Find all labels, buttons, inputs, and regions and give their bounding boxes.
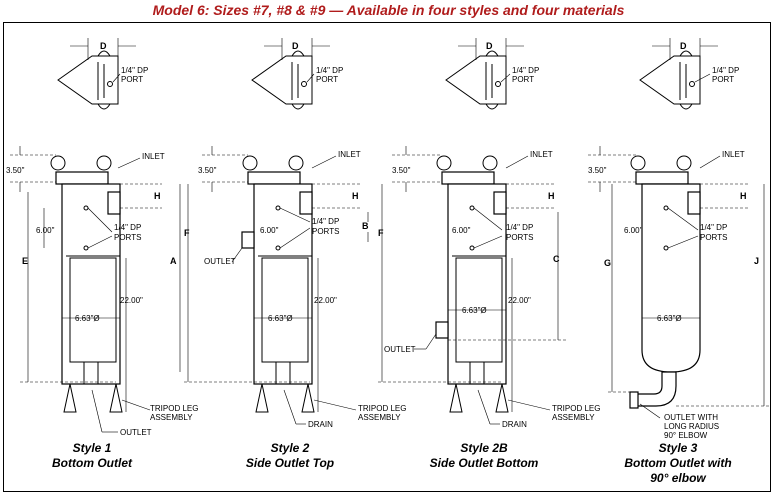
dim-6-00: 6.00" xyxy=(36,226,55,235)
outlet-label-1: OUTLET WITH xyxy=(664,413,718,422)
tripod-label-2: ASSEMBLY xyxy=(552,413,595,422)
dp-ports-label-2: PORTS xyxy=(312,227,339,236)
dim-h-label: H xyxy=(548,191,555,201)
style-caption-line-1: Style 2B xyxy=(460,441,508,455)
diagram-title: Model 6: Sizes #7, #8 & #9 — Available i… xyxy=(152,2,625,18)
style-caption-line-2: Bottom Outlet with xyxy=(624,456,731,470)
dim-f-label: F xyxy=(378,228,384,238)
dp-ports-label-1: 1/4" DP xyxy=(312,217,339,226)
dp-ports-label-2: PORTS xyxy=(506,233,533,242)
style-caption-line-1: Style 1 xyxy=(73,441,112,455)
tripod-label-1: TRIPOD LEG xyxy=(358,404,406,413)
inlet-label: INLET xyxy=(722,150,745,159)
dp-ports-label-1: 1/4" DP xyxy=(114,223,141,232)
style-caption-line-3: 90° elbow xyxy=(650,471,706,485)
style-caption-line-2: Bottom Outlet xyxy=(52,456,133,470)
style-3-drawing: D 1/4" DP PORT xyxy=(588,38,770,485)
outlet-label-3: 90° ELBOW xyxy=(664,431,708,440)
front-view xyxy=(435,155,509,413)
dp-ports-label-1: 1/4" DP xyxy=(506,223,533,232)
dim-h-label: H xyxy=(154,191,161,201)
dim-e-label: E xyxy=(22,256,28,266)
dim-f-label: F xyxy=(184,228,190,238)
dp-port-label-1: 1/4" DP xyxy=(121,66,148,75)
tripod-label-2: ASSEMBLY xyxy=(150,413,193,422)
dim-j-label: J xyxy=(754,256,759,266)
dim-d-label: D xyxy=(100,41,107,51)
dim-22-00: 22.00" xyxy=(314,296,337,305)
front-view xyxy=(629,155,701,409)
outlet-label: OUTLET xyxy=(204,257,236,266)
dim-6-00: 6.00" xyxy=(624,226,643,235)
diagram-frame xyxy=(3,22,771,492)
dim-d-label: D xyxy=(680,41,687,51)
tripod-label-1: TRIPOD LEG xyxy=(150,404,198,413)
inlet-label: INLET xyxy=(530,150,553,159)
dim-h-label: H xyxy=(352,191,359,201)
dim-c-label: C xyxy=(553,254,560,264)
style-2b-drawing: D 1/4" DP PORT xyxy=(378,38,600,470)
top-view: D 1/4" DP PORT xyxy=(639,38,739,110)
dim-22-00: 22.00" xyxy=(120,296,143,305)
dim-d-label: D xyxy=(292,41,299,51)
dim-6-63: 6.63"Ø xyxy=(462,306,487,315)
dp-port-label-2: PORT xyxy=(512,75,534,84)
dim-b-label: B xyxy=(362,221,369,231)
style-caption-line-2: Side Outlet Top xyxy=(246,456,334,470)
style-caption-line-1: Style 2 xyxy=(271,441,310,455)
dp-ports-label-2: PORTS xyxy=(700,233,727,242)
style-caption-line-1: Style 3 xyxy=(659,441,698,455)
inlet-label: INLET xyxy=(338,150,361,159)
dim-d-label: D xyxy=(486,41,493,51)
dim-6-63: 6.63"Ø xyxy=(657,314,682,323)
dim-22-00: 22.00" xyxy=(508,296,531,305)
dim-a-label: A xyxy=(170,256,177,266)
dp-ports-label-1: 1/4" DP xyxy=(700,223,727,232)
dp-port-label-2: PORT xyxy=(121,75,143,84)
dim-h-label: H xyxy=(740,191,747,201)
dim-6-63: 6.63"Ø xyxy=(268,314,293,323)
dim-3-50: 3.50" xyxy=(6,166,25,175)
style-1-drawing: D 1/4" DP PORT xyxy=(6,38,198,470)
outlet-label-2: LONG RADIUS xyxy=(664,422,719,431)
top-view: D 1/4" DP PORT xyxy=(445,38,539,110)
dp-port-label-1: 1/4" DP xyxy=(512,66,539,75)
dim-6-00: 6.00" xyxy=(452,226,471,235)
front-view xyxy=(50,155,123,413)
inlet-label: INLET xyxy=(142,152,165,161)
drain-label: DRAIN xyxy=(308,420,333,429)
style-2-drawing: D 1/4" DP PORT xyxy=(184,38,406,470)
drain-label: DRAIN xyxy=(502,420,527,429)
dim-3-50: 3.50" xyxy=(392,166,411,175)
dim-6-63: 6.63"Ø xyxy=(75,314,100,323)
dim-6-00: 6.00" xyxy=(260,226,279,235)
style-caption-line-2: Side Outlet Bottom xyxy=(430,456,539,470)
top-view: D 1/4" DP PORT xyxy=(251,38,343,110)
dim-3-50: 3.50" xyxy=(198,166,217,175)
front-view xyxy=(241,155,315,413)
tripod-label-2: ASSEMBLY xyxy=(358,413,401,422)
dp-port-label-2: PORT xyxy=(712,75,734,84)
top-view: D 1/4" DP PORT xyxy=(57,38,148,110)
outlet-label: OUTLET xyxy=(120,428,152,437)
dp-ports-label-2: PORTS xyxy=(114,233,141,242)
dp-port-label-1: 1/4" DP xyxy=(712,66,739,75)
dim-g-label: G xyxy=(604,258,611,268)
tripod-label-1: TRIPOD LEG xyxy=(552,404,600,413)
dim-3-50: 3.50" xyxy=(588,166,607,175)
dp-port-label-2: PORT xyxy=(316,75,338,84)
dp-port-label-1: 1/4" DP xyxy=(316,66,343,75)
outlet-label: OUTLET xyxy=(384,345,416,354)
